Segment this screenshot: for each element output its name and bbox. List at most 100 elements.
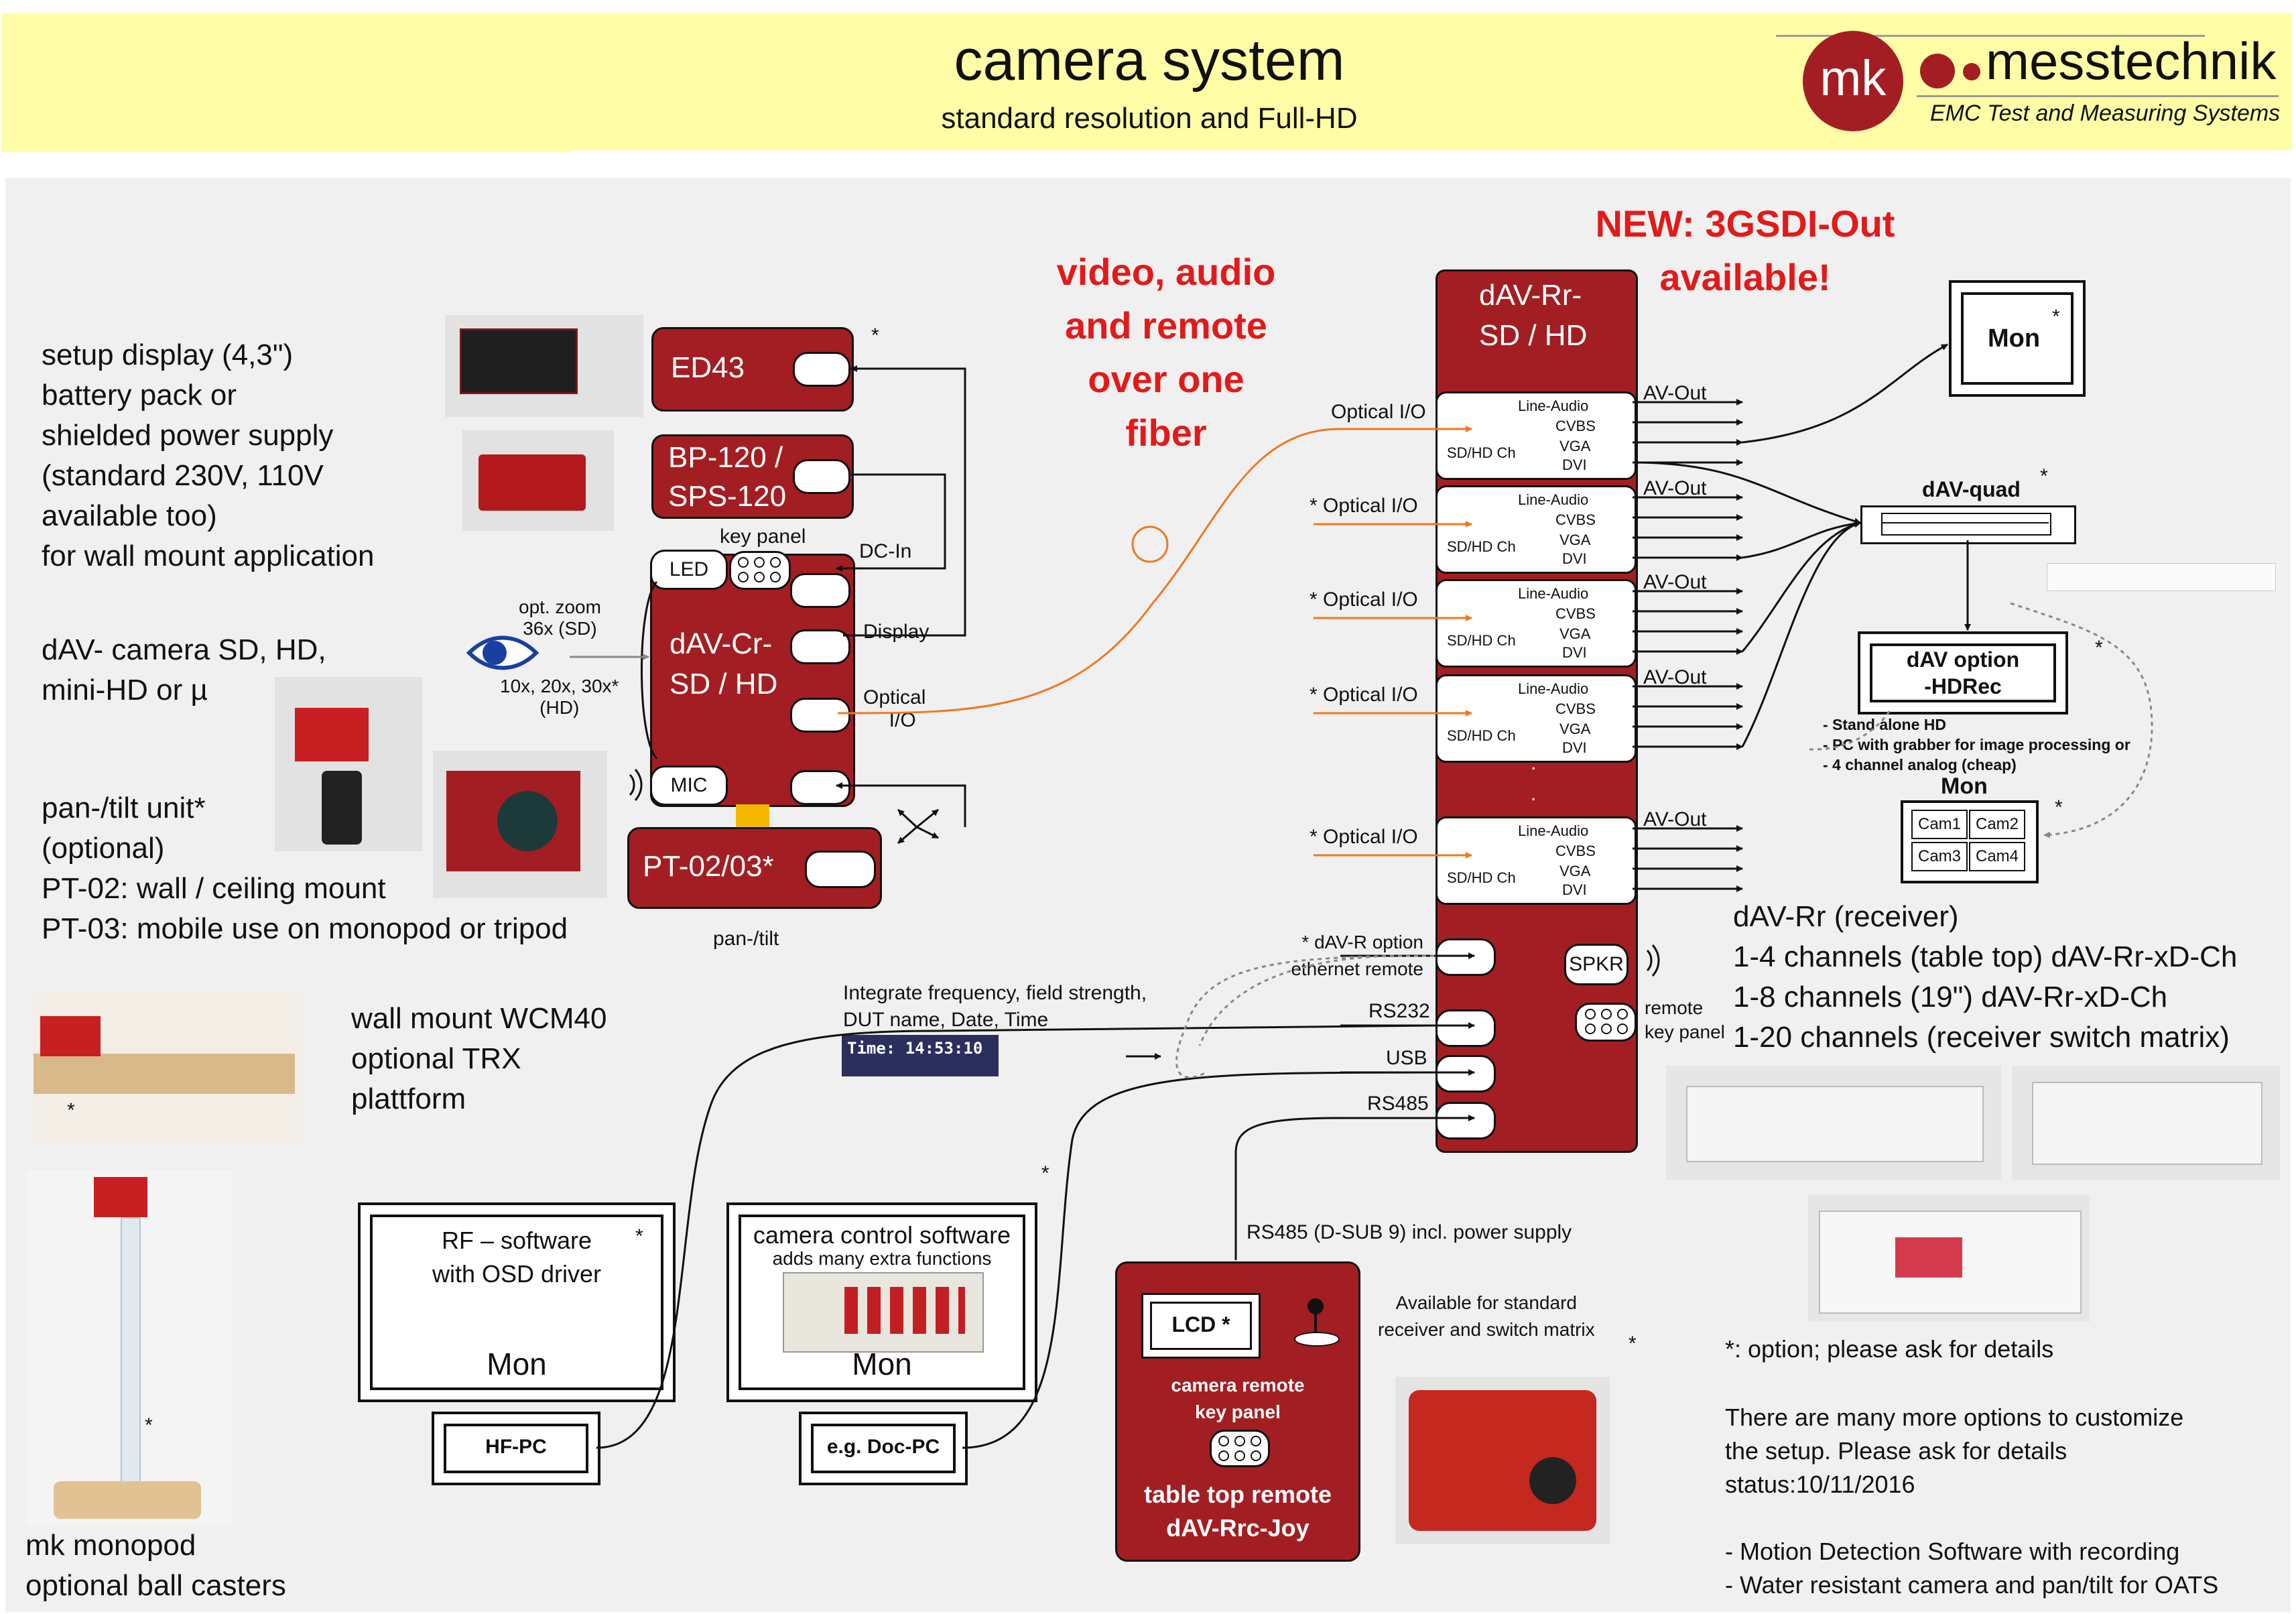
osd-time-display: Time: 14:53:10 [842,1035,999,1076]
remote-key-panel-icon [1575,1003,1637,1042]
page-title: camera system [954,28,1345,92]
quad-monitor-star: * [2055,796,2063,818]
logo-dot [1920,54,1955,88]
mk-logo: mk [1803,31,1903,131]
pantilt-label: pan-/tilt [713,928,779,950]
battery-photo [462,430,614,531]
receiver-channel-n: Line-Audio CVBS VGA DVI SD/HD Ch [1436,816,1637,905]
optical-io-3: * Optical I/O [1310,588,1418,611]
optical-io-2: * Optical I/O [1310,495,1418,517]
camera-software-monitor: camera control software adds many extra … [726,1202,1037,1402]
hf-pc-box: HF-PC [432,1412,600,1485]
receiver-dots: . [1531,783,1537,805]
ed43-module: ED43 [651,327,854,412]
camera-text: dAV- camera SD, HD,mini-HD or µ [42,633,326,706]
monopod-star: * [145,1414,153,1436]
davcr-module: dAV-Cr- SD / HD [650,554,855,807]
dav-quad-photo [2040,555,2281,599]
features-list: - Motion Detection Software with recordi… [1725,1538,2219,1599]
receiver-photo-1 [1666,1066,2001,1180]
page-subtitle: standard resolution and Full-HD [941,102,1358,135]
av-out-1: AV-Out [1643,382,1707,404]
quad-monitor: Cam1 Cam2 Cam3 Cam4 [1901,800,2039,883]
led-indicator: LED [650,550,728,590]
availability-star: * [1629,1332,1637,1355]
key-panel-icon [729,551,791,590]
display-photo [445,315,643,417]
zoom-options-label: 10x, 20x, 30x*(HD) [500,676,619,718]
osd-note: Integrate frequency, field strength,DUT … [843,982,1147,1031]
wall-mount-photo [34,989,302,1143]
mount-connector [736,804,769,827]
receiver-photo-3 [1808,1194,2090,1322]
receiver-channel-1: Line-Audio CVBS VGA DVI SD/HD Ch [1436,391,1637,480]
optical-io-1: Optical I/O [1331,401,1426,423]
ethernet-port [1436,938,1496,976]
rs485-label: RS485 [1367,1093,1429,1115]
optical-io-4: * Optical I/O [1310,684,1418,706]
hdrec-option: dAV option-HDRec [1858,631,2068,715]
key-panel-label: key panel [720,525,806,548]
software-screenshot [783,1272,984,1353]
doc-pc-box: e.g. Doc-PC [799,1412,968,1485]
remote-key-icon [1210,1430,1270,1467]
remote-photo [1395,1377,1610,1544]
rs232-label: RS232 [1368,1000,1430,1022]
dav-quad-star: * [2040,465,2048,487]
camera-photo [275,677,422,851]
receiver-info: dAV-Rr (receiver)1-4 channels (table top… [1733,900,2238,1054]
av-out-3: AV-Out [1643,571,1707,593]
av-out-n: AV-Out [1643,808,1707,830]
option-note: *: option; please ask for details [1725,1335,2054,1363]
av-out-2: AV-Out [1643,477,1707,499]
dc-in-label: DC-In [859,540,912,562]
speaker: SPKR [1564,944,1629,985]
sound-wave-icon [629,769,1660,977]
doc-pc-star: * [1041,1162,1049,1184]
logo-rule [1776,35,2205,37]
optical-io-n: * Optical I/O [1310,826,1418,848]
pt-module: PT-02/03* [627,827,882,909]
pantilt-text: pan-/tilt unit*(optional) PT-02: wall / … [42,792,568,945]
ed43-star: * [871,324,879,347]
monopod-photo [27,1170,232,1526]
pan-tilt-arrows-icon [897,808,939,845]
receiver-channel-4: Line-Audio CVBS VGA DVI SD/HD Ch [1436,674,1637,763]
usb-port [1436,1055,1496,1093]
more-options-note: There are many more options to customize… [1725,1404,2184,1498]
quad-monitor-label: Mon [1941,773,1988,799]
pantilt-photo [433,751,607,898]
logo-rule [1917,95,2279,97]
hdrec-notes: - Stand alone HD- PC with grabber for im… [1823,716,2130,773]
receiver-dots: . [1531,752,1537,774]
rs232-port [1436,1009,1496,1047]
lcd-display: LCD * [1141,1293,1261,1359]
receiver-channel-2: Line-Audio CVBS VGA DVI SD/HD Ch [1436,485,1637,574]
monitor-1: Mon * [1949,280,2086,397]
joystick-icon [1308,1298,1324,1314]
rs485-note: RS485 (D-SUB 9) incl. power supply [1247,1221,1572,1243]
rs485-port [1436,1102,1496,1139]
receiver-photo-2 [2012,1066,2280,1180]
receiver-channel-3: Line-Audio CVBS VGA DVI SD/HD Ch [1436,579,1637,668]
hdrec-star: * [2095,637,2103,659]
dav-quad-label: dAV-quad [1922,477,2021,501]
header-banner-tail [1,137,571,152]
eye-icon [466,635,539,670]
mic-input: MIC [650,765,728,806]
usb-label: USB [1386,1047,1427,1069]
company-name: messtechnik [1986,32,2277,90]
wall-mount-star: * [67,1099,75,1121]
